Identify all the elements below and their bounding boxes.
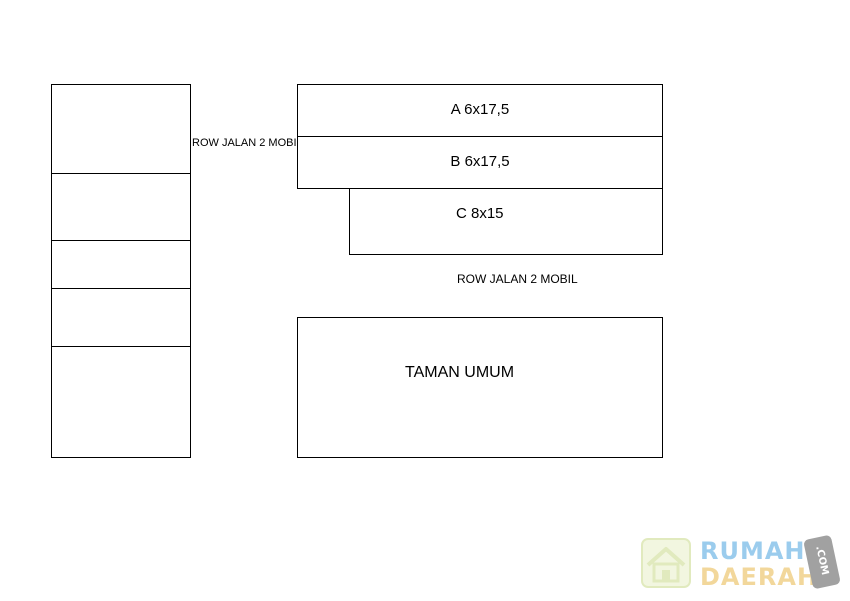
road-label-horizontal: ROW JALAN 2 MOBIL — [457, 272, 578, 286]
plot-a-label: A 6x17,5 — [450, 101, 510, 118]
public-park-label: TAMAN UMUM — [405, 364, 515, 381]
left-lot-3 — [51, 240, 191, 289]
plot-b: B 6x17,5 — [297, 136, 663, 189]
left-lot-2 — [51, 173, 191, 241]
plot-a: A 6x17,5 — [297, 84, 663, 137]
plot-b-label: B 6x17,5 — [450, 153, 510, 170]
plot-c: C 8x15 — [349, 188, 663, 255]
watermark-line2: DAERAH — [700, 563, 819, 591]
left-lot-5 — [51, 346, 191, 458]
left-lot-4 — [51, 288, 191, 347]
road-label-vertical: ROW JALAN 2 MOBIL — [192, 137, 303, 149]
watermark-line1: RUMAH — [700, 537, 806, 565]
watermark-suffix: .COM — [813, 544, 831, 577]
public-park: TAMAN UMUM — [297, 317, 663, 458]
left-lot-1 — [51, 84, 191, 174]
house-icon — [641, 538, 691, 588]
watermark-logo: RUMAH DAERAH .COM — [640, 533, 845, 593]
plot-c-label: C 8x15 — [456, 205, 504, 222]
